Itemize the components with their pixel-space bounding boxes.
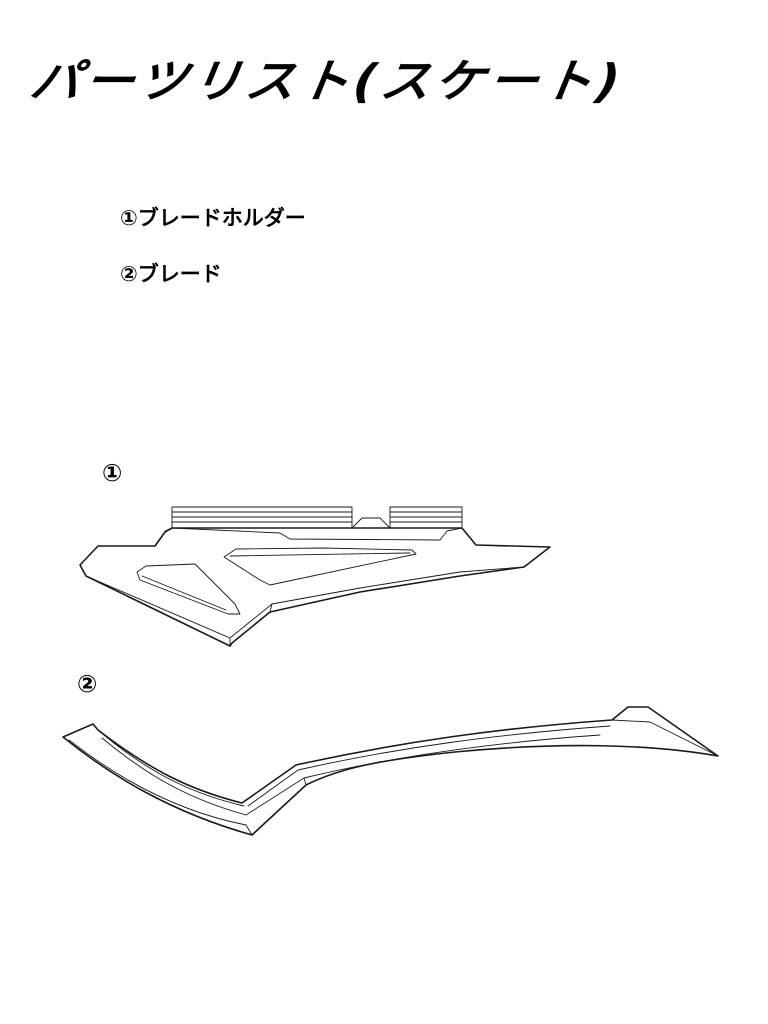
- figure-2-marker: ②: [77, 670, 98, 698]
- figure-1-marker: ①: [102, 459, 123, 487]
- blade-holder-body: [79, 527, 551, 647]
- parts-list-item-blade-holder: ①ブレードホルダー: [120, 206, 306, 230]
- parts-list-item-blade: ②ブレード: [120, 262, 222, 286]
- blade-body: [62, 706, 719, 836]
- parts-list: ①ブレードホルダー ②ブレード: [120, 204, 306, 316]
